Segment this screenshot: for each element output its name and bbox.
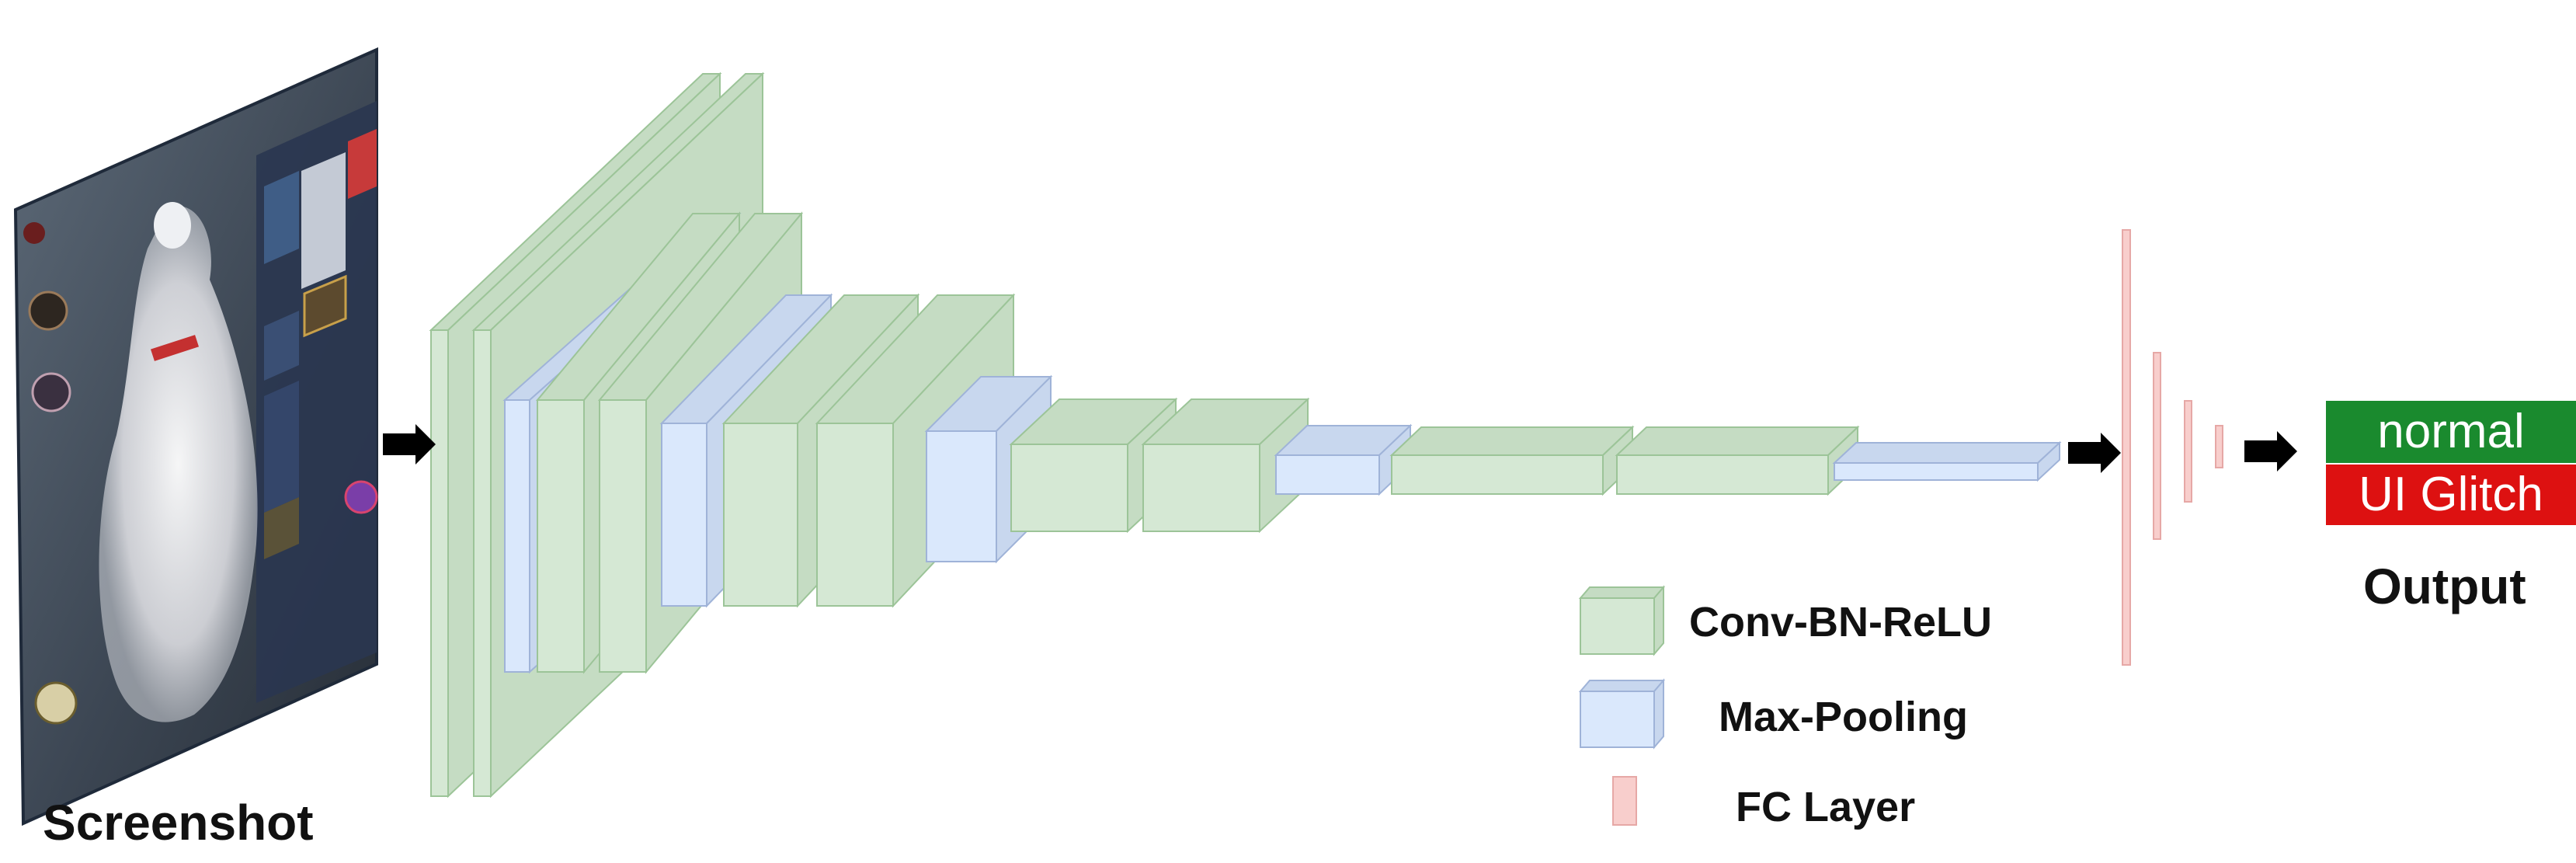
fc-layers xyxy=(2122,229,2223,666)
flow-arrows xyxy=(383,424,2297,473)
max-pooling-block-12-front xyxy=(1275,454,1380,495)
conv-bn-relu-block-13-top xyxy=(1389,426,1635,456)
input-screenshot xyxy=(13,47,378,826)
legend-swatch-conv-side xyxy=(1653,585,1664,656)
legend-label-fc: FC Layer xyxy=(1736,784,1916,830)
conv-bn-relu-block-7-front xyxy=(723,423,798,607)
screenshot-card xyxy=(264,381,299,513)
conv-bn-relu-block-5-front xyxy=(599,399,647,673)
screenshot-avatar xyxy=(28,291,68,331)
fc-layer-bar-4 xyxy=(2215,425,2223,468)
arrow-input-to-network xyxy=(383,424,436,465)
max-pooling-block-9-front xyxy=(926,430,997,562)
screenshot-character xyxy=(99,206,258,722)
max-pooling-block-6-front xyxy=(661,423,707,607)
conv-bn-relu-block-2-front xyxy=(473,329,492,797)
arrow-fc-to-output xyxy=(2244,431,2297,472)
conv-bn-relu-block-4-front xyxy=(537,399,585,673)
fc-layer-bar-1 xyxy=(2122,229,2131,666)
output-class-normal: normal xyxy=(2326,401,2576,463)
conv-bn-relu-block-10-front xyxy=(1010,444,1128,532)
screenshot-map-icon xyxy=(344,480,378,514)
conv-bn-relu-block-8-front xyxy=(816,423,894,607)
output-caption: Output xyxy=(2363,559,2526,614)
legend-swatch-conv-front xyxy=(1580,597,1655,655)
conv-bn-relu-block-11 xyxy=(1141,397,1310,534)
max-pooling-block-15-front xyxy=(1834,462,2039,481)
arrow-network-to-fc xyxy=(2068,433,2121,473)
legend-swatch-fc xyxy=(1612,776,1637,826)
conv-bn-relu-block-14-front xyxy=(1616,454,1829,495)
screenshot-avatar xyxy=(23,222,45,244)
legend-swatches xyxy=(1578,585,1666,826)
network-layers xyxy=(429,71,2062,799)
legend-label-pool: Max-Pooling xyxy=(1719,694,1968,740)
output-class-ui-glitch: UI Glitch xyxy=(2326,465,2576,525)
conv-bn-relu-block-13 xyxy=(1389,425,1635,496)
screenshot-emblem xyxy=(34,681,78,725)
max-pooling-block-15 xyxy=(1832,440,2062,482)
conv-bn-relu-block-14-top xyxy=(1615,426,1860,456)
conv-bn-relu-block-11-front xyxy=(1142,444,1260,532)
input-caption: Screenshot xyxy=(43,795,314,851)
max-pooling-block-12 xyxy=(1274,423,1413,496)
legend-swatch-pool-side xyxy=(1653,678,1664,750)
legend-swatch-conv-top xyxy=(1578,586,1666,599)
fc-layer-bar-3 xyxy=(2184,400,2192,503)
legend-swatch-pool-front xyxy=(1580,691,1655,748)
screenshot-card xyxy=(264,311,299,381)
conv-bn-relu-block-13-front xyxy=(1391,454,1604,495)
screenshot-character-sash xyxy=(150,335,200,361)
legend-swatch-pool xyxy=(1578,678,1666,750)
screenshot-character-head xyxy=(154,202,191,249)
legend-swatch-conv xyxy=(1578,585,1666,656)
max-pooling-block-3-front xyxy=(504,399,530,673)
screenshot-card xyxy=(264,497,299,559)
conv-bn-relu-block-14 xyxy=(1615,425,1860,496)
legend-label-conv: Conv-BN-ReLU xyxy=(1689,599,1992,646)
conv-bn-relu-block-1-front xyxy=(430,329,449,797)
screenshot-card xyxy=(301,152,346,289)
fc-layer-bar-2 xyxy=(2153,352,2161,540)
screenshot-card xyxy=(303,274,347,338)
screenshot-avatar xyxy=(31,372,71,412)
max-pooling-block-15-top xyxy=(1832,442,2062,464)
screenshot-menu-highlight xyxy=(348,129,377,199)
legend-swatch-pool-top xyxy=(1578,680,1666,692)
screenshot-card xyxy=(264,171,299,264)
